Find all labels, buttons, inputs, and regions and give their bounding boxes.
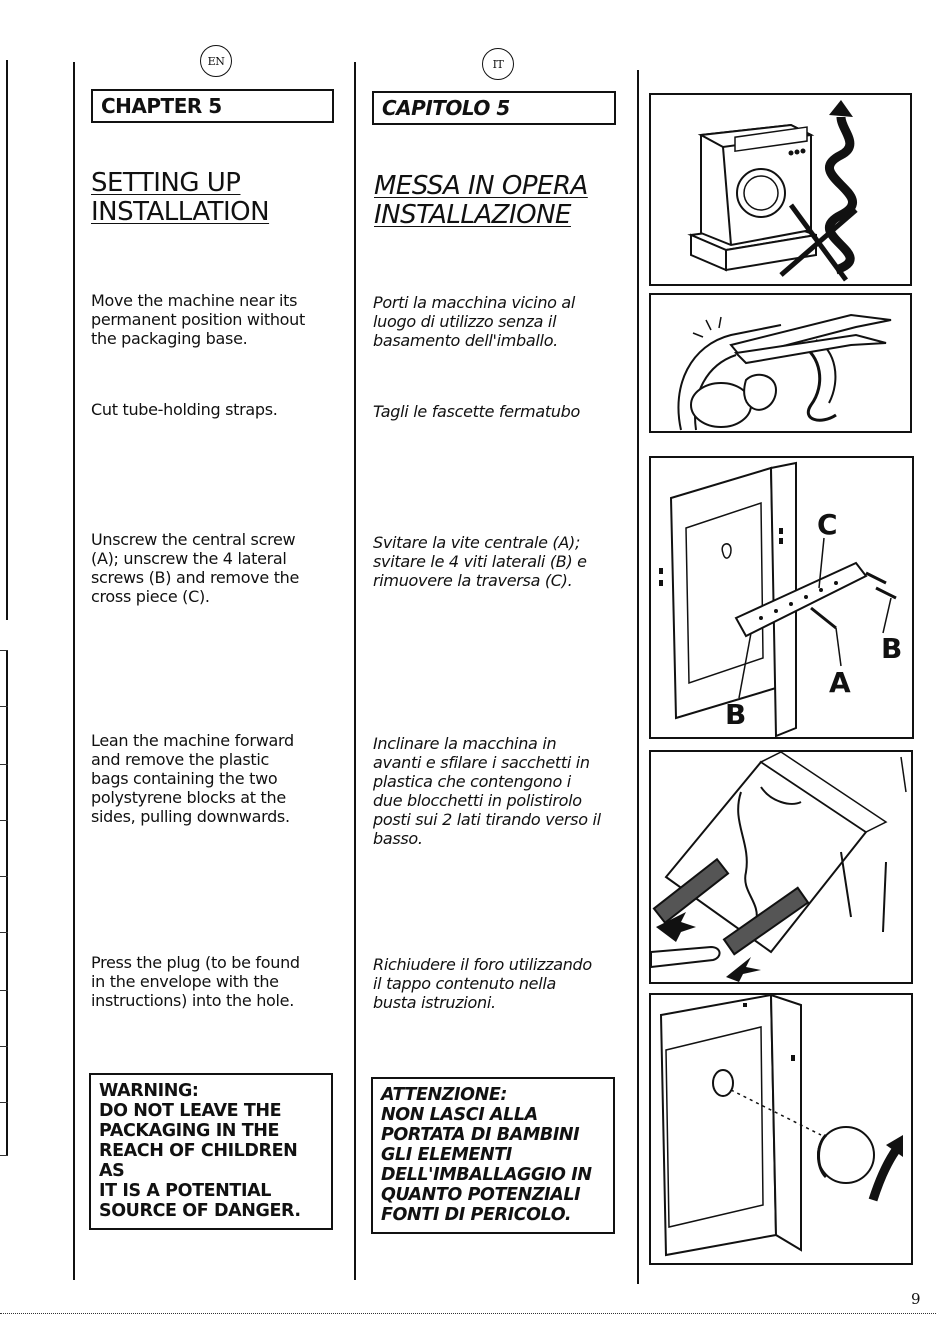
label-b-left: B xyxy=(725,698,746,731)
language-badge-it: IT xyxy=(482,48,514,80)
margin-tick xyxy=(0,1102,8,1103)
chapter-heading-it: CAPITOLO 5 xyxy=(372,91,616,125)
margin-tick xyxy=(0,706,8,707)
left-margin-line xyxy=(6,60,8,620)
margin-tick xyxy=(0,1046,8,1047)
margin-tick xyxy=(0,876,8,877)
section-title-it: MESSA IN OPERA INSTALLAZIONE xyxy=(374,171,588,230)
margin-tick xyxy=(0,990,8,991)
margin-tick xyxy=(0,764,8,765)
figure-cut-straps xyxy=(649,293,912,433)
margin-tick xyxy=(0,650,8,651)
label-a: A xyxy=(829,666,851,699)
step-2-it: Tagli le fascette fermatubo xyxy=(373,402,581,421)
language-badge-en: EN xyxy=(200,45,232,77)
column-rule-left xyxy=(73,62,75,1280)
column-rule-middle xyxy=(354,62,356,1280)
margin-tick xyxy=(0,1155,8,1156)
step-3-it: Svitare la vite centrale (A);svitare le … xyxy=(373,533,587,590)
footer-rule xyxy=(0,1313,936,1314)
warning-box-it: ATTENZIONE: NON LASCI ALLA PORTATA DI BA… xyxy=(371,1077,615,1234)
figure-insert-plug xyxy=(649,993,913,1265)
label-b-right: B xyxy=(881,632,902,665)
page-number: 9 xyxy=(911,1290,921,1308)
figure-remove-polystyrene-blocks xyxy=(649,750,913,984)
left-margin-line-lower xyxy=(6,650,8,1155)
warning-box-en: WARNING: DO NOT LEAVE THE PACKAGING IN T… xyxy=(89,1073,333,1230)
figure-remove-screws: C B A B xyxy=(649,456,914,739)
column-rule-right xyxy=(637,70,639,1284)
step-3-en: Unscrew the central screw(A); unscrew th… xyxy=(91,530,300,606)
margin-tick xyxy=(0,820,8,821)
margin-tick xyxy=(0,932,8,933)
chapter-heading-en: CHAPTER 5 xyxy=(91,89,334,123)
label-c: C xyxy=(817,508,838,541)
step-2-en: Cut tube-holding straps. xyxy=(91,400,278,419)
section-title-en: SETTING UP INSTALLATION xyxy=(91,168,270,227)
figure-remove-packaging-base xyxy=(649,93,912,286)
